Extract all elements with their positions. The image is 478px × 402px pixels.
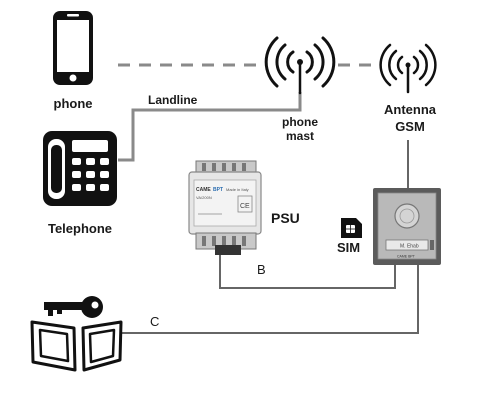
entry-panel-speaker xyxy=(394,203,420,229)
smartphone-screen xyxy=(57,20,89,72)
telephone-label: Telephone xyxy=(48,221,112,236)
gate-left-leaf-inner xyxy=(38,328,70,363)
wire-c-label: C xyxy=(150,314,159,329)
psu-front-panel xyxy=(193,179,257,227)
landline-wire xyxy=(118,92,302,162)
gate-right-leaf-inner xyxy=(88,328,116,364)
psu-top-screws xyxy=(202,163,246,171)
psu-made-in-text: Made in Italy xyxy=(226,187,249,192)
mast-wave-left-1 xyxy=(286,50,295,74)
entry-panel-nameplate xyxy=(385,239,429,251)
key-shaft xyxy=(44,302,86,310)
gate-icon xyxy=(30,320,123,372)
psu-brand-text: CAME xyxy=(196,187,211,193)
antenna-wave-left-1 xyxy=(396,55,404,75)
sim-label: SIM xyxy=(337,240,360,255)
psu-symbol-box xyxy=(237,195,253,213)
psu-ce-mark: CE xyxy=(240,203,250,210)
antenna-label-line2: GSM xyxy=(395,119,425,134)
entry-panel: M. Ehab CAME BPT xyxy=(373,188,441,265)
wire-b xyxy=(219,250,396,289)
phone-label: phone xyxy=(54,96,93,111)
phone-mast-icon xyxy=(264,36,336,95)
mast-wave-right-2 xyxy=(313,43,325,81)
desk-telephone xyxy=(43,131,117,206)
antenna-wave-left-3 xyxy=(379,43,392,87)
key-bit-1 xyxy=(48,309,53,316)
mast-wave-right-1 xyxy=(305,50,314,74)
smartphone-speaker xyxy=(67,14,79,17)
telephone-display xyxy=(72,140,108,152)
telephone-keypad xyxy=(72,158,109,191)
psu-wire-bundle xyxy=(215,245,241,255)
entry-panel-brand-text: CAME BPT xyxy=(397,255,416,259)
telephone-handset-inner xyxy=(51,145,62,193)
antenna-wave-right-3 xyxy=(424,43,437,87)
psu-bottom-screws xyxy=(202,236,246,246)
mast-wave-left-3 xyxy=(264,36,279,88)
antenna-wave-left-2 xyxy=(388,49,398,81)
mast-wave-left-2 xyxy=(275,43,287,81)
smartphone xyxy=(53,11,93,85)
key-bit-2 xyxy=(57,309,62,314)
wire-c xyxy=(120,265,419,334)
psu-brand-suffix-text: BPT xyxy=(213,187,223,193)
phone-mast-label-line2: mast xyxy=(286,129,314,143)
antenna-wave-right-2 xyxy=(418,49,428,81)
entry-panel-call-button xyxy=(430,240,434,250)
key-icon xyxy=(44,296,103,318)
sim-card-icon xyxy=(341,218,362,238)
psu-model-text: VA/200N xyxy=(196,195,212,200)
landline-label: Landline xyxy=(148,93,198,107)
antenna-label-line1: Antenna xyxy=(384,102,437,117)
antenna-wave-right-1 xyxy=(412,55,420,75)
psu-device: CAME BPT Made in Italy VA/200N CE xyxy=(188,160,262,255)
gsm-antenna-icon xyxy=(379,43,437,94)
gate-right-leaf xyxy=(81,320,123,372)
smartphone-home-button xyxy=(69,74,77,82)
phone-mast-label-line1: phone xyxy=(282,115,318,129)
connection-lines xyxy=(118,63,419,334)
mast-wave-right-3 xyxy=(321,36,336,88)
entry-panel-nameplate-text: M. Ehab xyxy=(400,244,419,250)
key-bow xyxy=(81,296,103,318)
wire-b-label: B xyxy=(257,262,266,277)
psu-label: PSU xyxy=(271,210,300,226)
